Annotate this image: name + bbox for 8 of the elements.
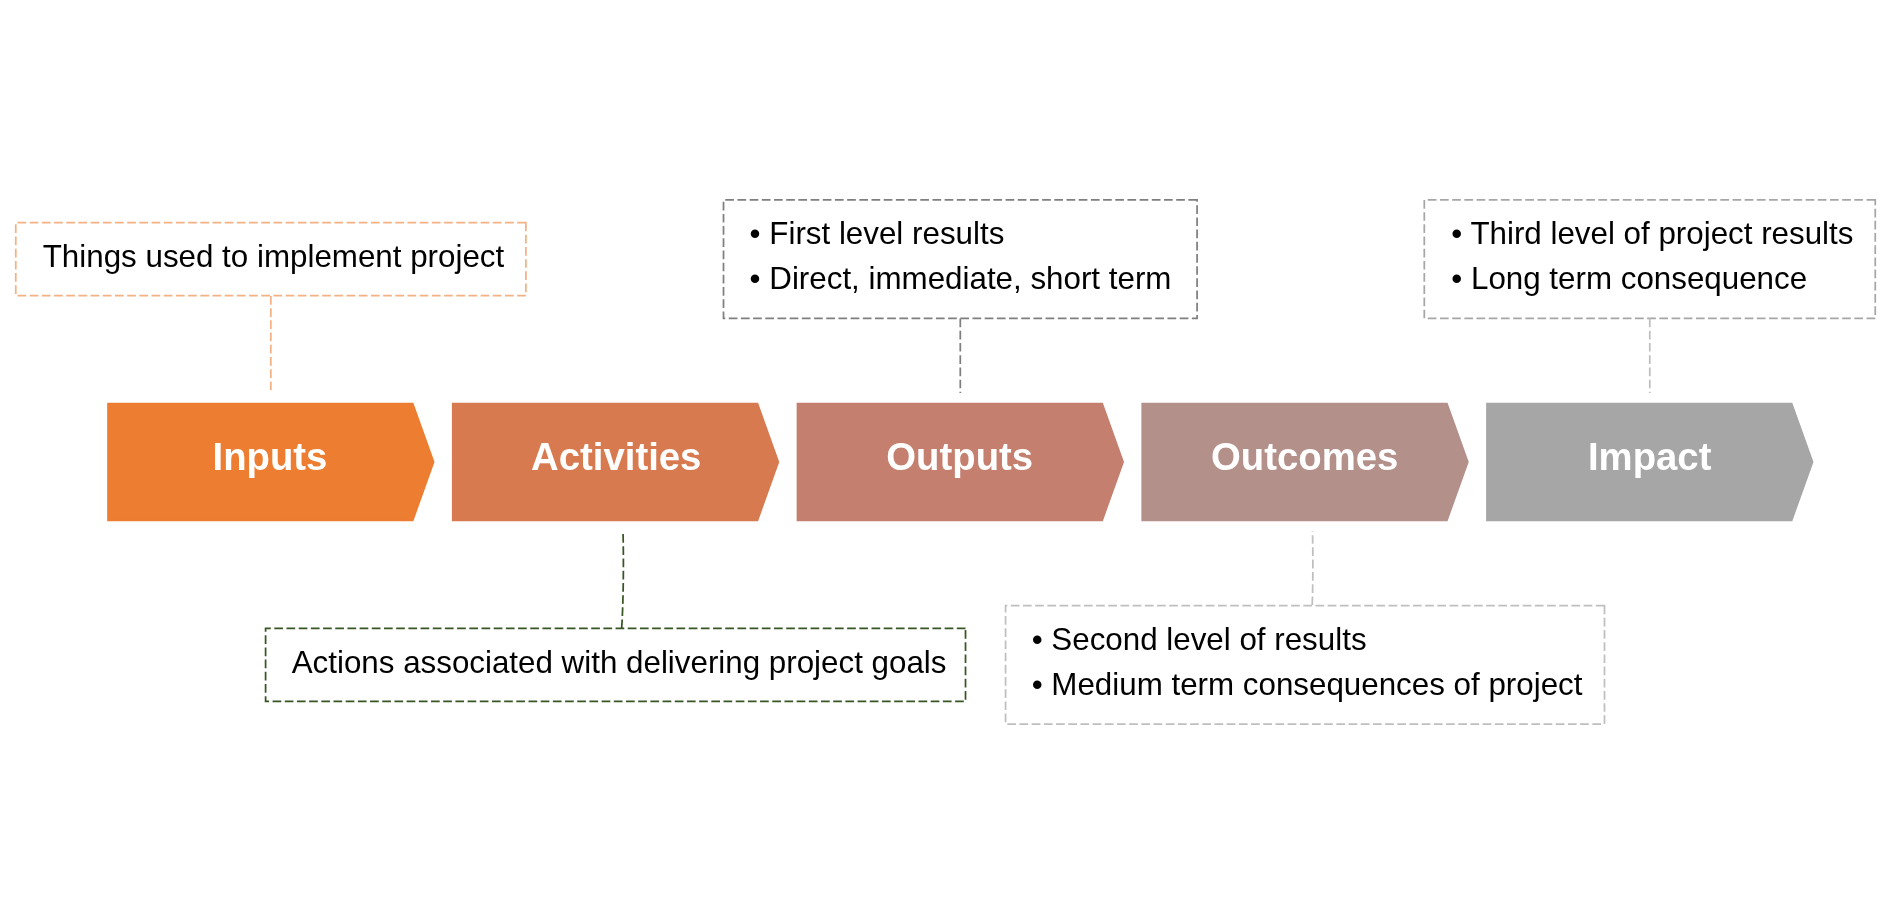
connector <box>959 317 962 394</box>
node-box: Things used to implement project <box>14 221 527 297</box>
connector <box>1311 530 1314 606</box>
node-box: • Third level of project results • Long term consequence <box>1423 199 1877 320</box>
node-box: • Second level of results • Medium term consequences of project <box>1004 604 1606 725</box>
node-box: • First level results • Direct, immediate, short term <box>722 199 1198 320</box>
node-box: Actions associated with delivering project goals <box>264 627 967 703</box>
connector <box>1648 317 1651 394</box>
